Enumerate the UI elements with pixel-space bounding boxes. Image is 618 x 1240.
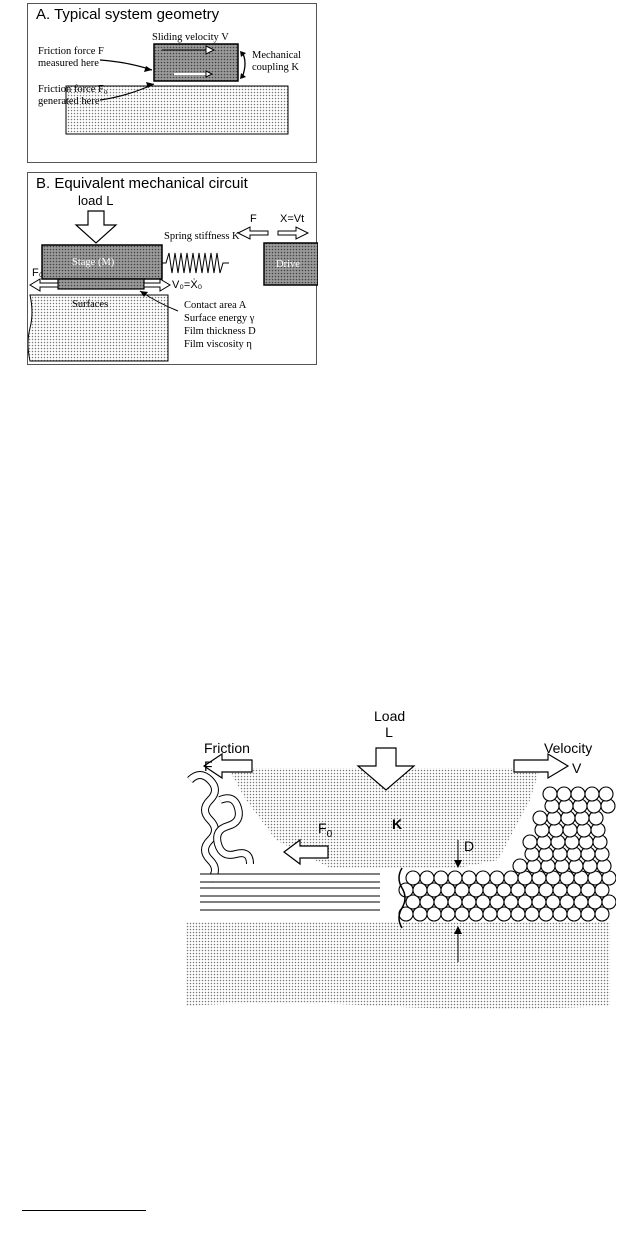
- velocity-arrow: [513, 752, 570, 780]
- property-item: Contact area A: [184, 300, 247, 311]
- footnote-rule: [22, 1210, 146, 1211]
- crack: [398, 867, 406, 929]
- bottom-surface: [186, 922, 610, 1009]
- label-k: K: [392, 816, 403, 832]
- label-friction-measured: Friction force F measured here: [38, 46, 104, 69]
- sphere: [570, 786, 586, 802]
- label-load: load L: [78, 193, 114, 208]
- property-item: Film viscosity η: [184, 339, 252, 350]
- label-f0: F0: [318, 820, 333, 840]
- label-v0: V₀=Ẋ₀: [172, 279, 203, 291]
- sphere: [556, 786, 572, 802]
- panel-a-drawing: [65, 43, 289, 135]
- sphere: [601, 894, 616, 910]
- sphere: [522, 834, 538, 850]
- label-spring: Spring stiffness K: [164, 231, 240, 242]
- sphere: [594, 906, 610, 922]
- label-velocity: Velocity: [544, 740, 593, 756]
- sphere: [405, 870, 421, 886]
- sphere: [475, 870, 491, 886]
- label-sliding-velocity: Sliding velocity V: [152, 32, 229, 43]
- label-surfaces: Surfaces: [72, 299, 109, 310]
- base-surface: [65, 85, 289, 135]
- sphere: [594, 882, 610, 898]
- sphere: [503, 870, 519, 886]
- panel-b: B. Equivalent mechanical circuit load L …: [27, 172, 318, 365]
- load-arrow: [74, 210, 118, 244]
- panel-a: A. Typical system geometry Friction forc…: [27, 3, 317, 163]
- top-block: [228, 768, 540, 868]
- label-drive: Drive: [276, 259, 300, 270]
- sphere: [461, 870, 477, 886]
- figure-c-drawing: [186, 747, 616, 1009]
- label-f0: F₀: [32, 267, 44, 279]
- label-friction: Friction: [204, 740, 250, 756]
- load-arrow: [356, 747, 416, 791]
- friction-arrow: [202, 752, 253, 780]
- stage-foot: [57, 278, 145, 290]
- panel-b-drawing: [28, 210, 318, 362]
- label-d: D: [464, 838, 475, 854]
- sphere: [489, 870, 505, 886]
- property-item: Surface energy γ: [184, 313, 255, 324]
- property-item: Film thickness D: [184, 326, 256, 337]
- label-load: Load L: [374, 708, 406, 740]
- label-v: V: [572, 760, 582, 776]
- chain-layer: [200, 873, 380, 911]
- sphere: [433, 870, 449, 886]
- label-stage: Stage (M): [72, 257, 115, 268]
- figure-c: Load L Friction F Velocity V F0 K D: [180, 700, 616, 1030]
- label-friction-generated: Friction force F₀ generated here: [38, 84, 108, 107]
- sphere: [447, 870, 463, 886]
- property-list: Contact area A Surface energy γ Film thi…: [184, 299, 256, 351]
- sphere: [598, 786, 614, 802]
- spring: [162, 252, 229, 274]
- label-f: F: [204, 758, 213, 774]
- surfaces: [28, 294, 169, 362]
- f0-arrow: [283, 838, 329, 866]
- sphere-molecules: [398, 786, 616, 922]
- panel-b-title: B. Equivalent mechanical circuit: [36, 175, 248, 192]
- label-x: X=Vt: [280, 213, 305, 225]
- drive-block: [263, 242, 318, 286]
- panel-a-title: A. Typical system geometry: [36, 6, 220, 23]
- label-coupling: Mechanical coupling K: [252, 50, 301, 73]
- sphere: [419, 870, 435, 886]
- sphere: [584, 786, 600, 802]
- sphere: [532, 810, 548, 826]
- sphere: [542, 786, 558, 802]
- chain-molecules: [187, 771, 254, 883]
- label-f: F: [250, 213, 257, 225]
- sphere: [512, 858, 528, 874]
